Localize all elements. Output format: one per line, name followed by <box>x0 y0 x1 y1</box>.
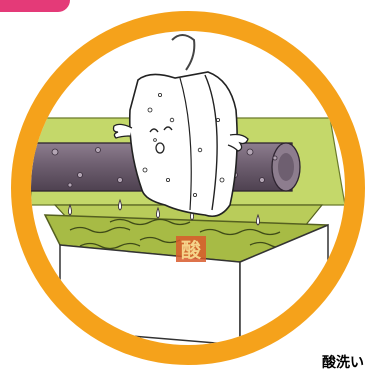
decorative-tab <box>0 0 70 12</box>
tank-label-badge <box>176 236 206 262</box>
orange-ring <box>11 11 365 365</box>
tank-label-text: 酸 <box>181 238 202 262</box>
sling-character <box>128 71 238 218</box>
caption-text: 酸洗い <box>322 355 364 371</box>
